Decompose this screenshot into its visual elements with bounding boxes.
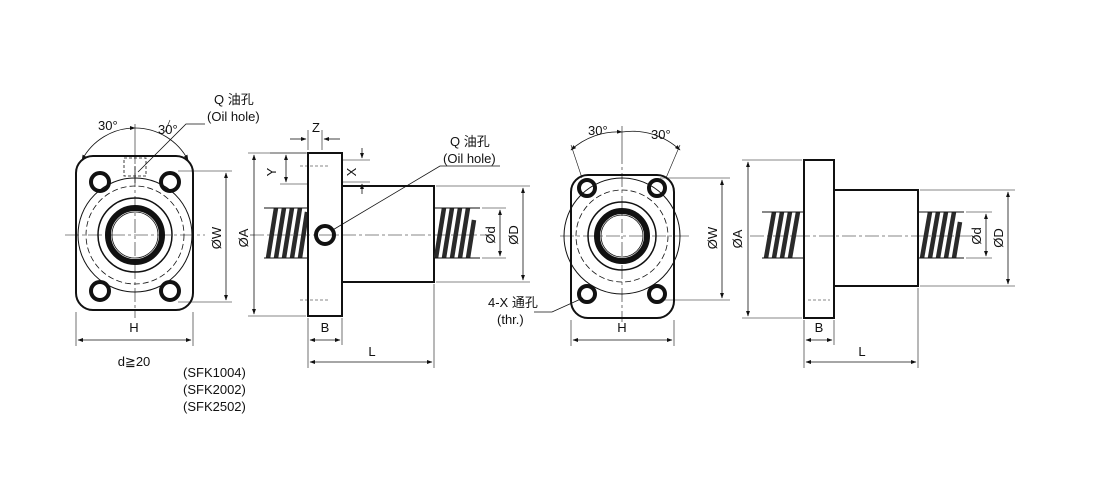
r-hole-leader xyxy=(534,297,584,313)
right-front-labels: 30° 30° 4-X 通孔 (thr.) H ØW xyxy=(488,123,720,335)
side-oil-label-cn: Q 油孔 xyxy=(450,134,490,149)
r-angle-ext-left xyxy=(570,144,583,179)
mount-hole-tr xyxy=(159,171,181,193)
r-angle-arc-2 xyxy=(621,130,681,151)
r-angle-label-1: 30° xyxy=(588,123,608,138)
right-front-view xyxy=(534,126,730,346)
r-dim-d-big-label: ØD xyxy=(991,228,1006,248)
dim-z-label: Z xyxy=(312,120,320,135)
oil-hole-label-en: (Oil hole) xyxy=(207,109,260,124)
r-dim-h-label: H xyxy=(617,320,626,335)
dim-w-label: ØW xyxy=(209,226,224,249)
oil-hole-leader xyxy=(137,123,205,173)
r-hole-tl xyxy=(577,178,597,198)
r-hole-bl xyxy=(577,284,597,304)
r-angle-label-2: 30° xyxy=(651,127,671,142)
angle-arc-2 xyxy=(134,127,189,161)
dim-d-big-label: ØD xyxy=(506,225,521,245)
r-angle-ext-right xyxy=(665,144,681,179)
left-front-view xyxy=(65,119,232,346)
model-sfk2502: (SFK2502) xyxy=(183,399,246,414)
left-front-labels: 30° 30° Q 油孔 (Oil hole) H ØW d≧20 (SFK10… xyxy=(98,92,260,414)
r-hole-br xyxy=(647,284,667,304)
r-screw-right-threads xyxy=(919,211,963,259)
r-angle-arc-1 xyxy=(570,129,623,151)
dim-d-small-label: Ød xyxy=(483,226,498,243)
model-sfk2002: (SFK2002) xyxy=(183,382,246,397)
mount-hole-bl xyxy=(89,280,111,302)
angle-label-2: 30° xyxy=(158,122,178,137)
r-screw-left-threads xyxy=(763,211,801,259)
side-oil-label-en: (Oil hole) xyxy=(443,151,496,166)
oil-hole-label-cn: Q 油孔 xyxy=(214,92,254,107)
left-side-view xyxy=(248,130,530,368)
mount-hole-tl xyxy=(89,171,111,193)
r-dim-b-label: B xyxy=(815,320,824,335)
r-hole-label-en: (thr.) xyxy=(497,312,524,327)
r-dim-l-label: L xyxy=(858,344,865,359)
mount-hole-br xyxy=(159,280,181,302)
r-flange-outline xyxy=(570,174,675,319)
angle-arc-1 xyxy=(81,126,136,161)
r-side-body xyxy=(833,189,919,287)
left-side-labels: Z Y X ØA Ød ØD B L Q 油孔 (Oil hole) xyxy=(236,120,521,359)
size-note: d≧20 xyxy=(118,354,151,369)
right-side-view xyxy=(742,159,1015,368)
dim-a-label: ØA xyxy=(236,228,251,247)
r-hole-tr xyxy=(647,178,667,198)
r-dim-d-small-label: Ød xyxy=(969,227,984,244)
dim-x-label: X xyxy=(344,167,359,176)
dim-h-label: H xyxy=(129,320,138,335)
r-side-flange xyxy=(803,159,835,319)
dim-b-label: B xyxy=(321,320,330,335)
model-sfk1004: (SFK1004) xyxy=(183,365,246,380)
side-oil-leader xyxy=(330,165,500,232)
dim-l-label: L xyxy=(368,344,375,359)
angle-extension xyxy=(164,119,171,133)
side-flange xyxy=(307,152,343,317)
r-dim-a-label: ØA xyxy=(730,229,745,248)
r-dim-w-label: ØW xyxy=(705,226,720,249)
right-side-labels: ØA Ød ØD B L xyxy=(730,227,1006,359)
screw-right-threads xyxy=(433,207,477,259)
side-body xyxy=(341,185,435,283)
angle-label-1: 30° xyxy=(98,118,118,133)
r-hole-label-cn: 4-X 通孔 xyxy=(488,295,538,310)
dim-y-label: Y xyxy=(264,167,279,176)
